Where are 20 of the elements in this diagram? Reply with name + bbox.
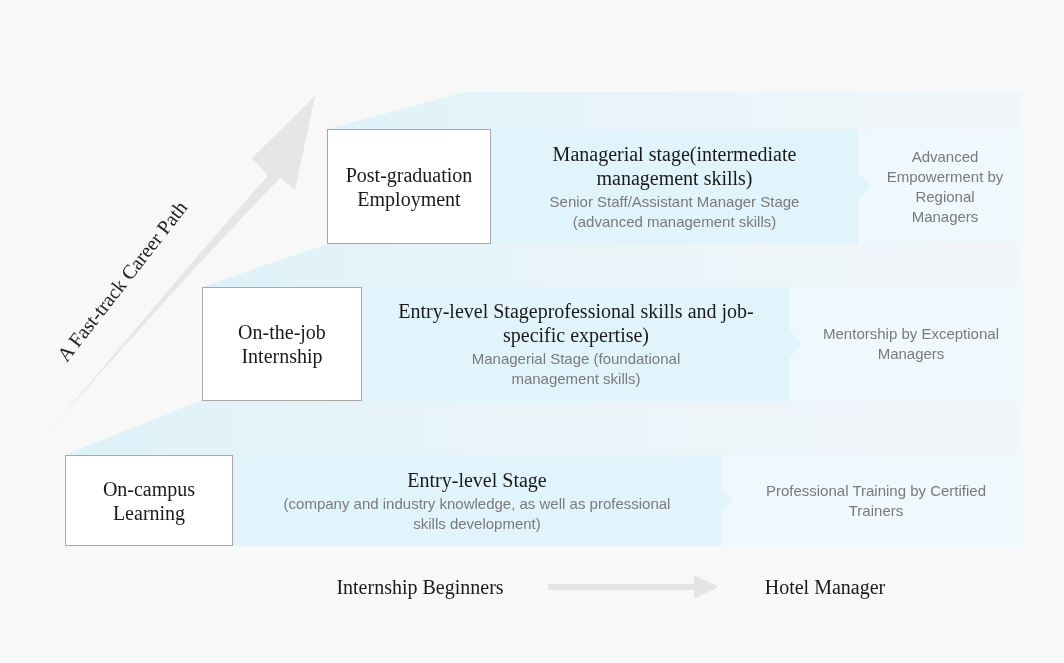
heading-text: Managerial stage(intermediate management skills) [551,141,798,190]
description-text: Mentorship by Exceptional Managers [822,324,1000,364]
description-text: Professional Training by Certified Trainers [764,480,988,521]
phase-box [202,287,362,401]
heading-text: Hotel Manager [763,575,887,599]
description-text: Managerial Stage (foundational management skills) [470,349,682,389]
heading-text: Post-graduation Employment [344,162,474,211]
stage-panel [362,287,802,401]
description-text: Senior Staff/Assistant Manager Stage (advanced management skills) [548,191,801,232]
stage-panel [491,129,870,244]
heading-text: On-campus Learning [101,476,197,525]
heading-text: Internship Beginners [335,575,505,599]
stage-panel [233,455,733,546]
heading-text: On-the-job Internship [237,320,327,368]
phase-box [327,129,491,244]
heading-text: Entry-level Stage [406,467,548,492]
description-text: Advanced Empowerment by Regional Managers [885,146,1005,227]
heading-text: Entry-level Stageprofessional skills and job-specific expertise) [397,299,755,347]
description-text: (company and industry knowledge, as well as professional skills development) [282,493,672,534]
phase-box [65,455,233,546]
